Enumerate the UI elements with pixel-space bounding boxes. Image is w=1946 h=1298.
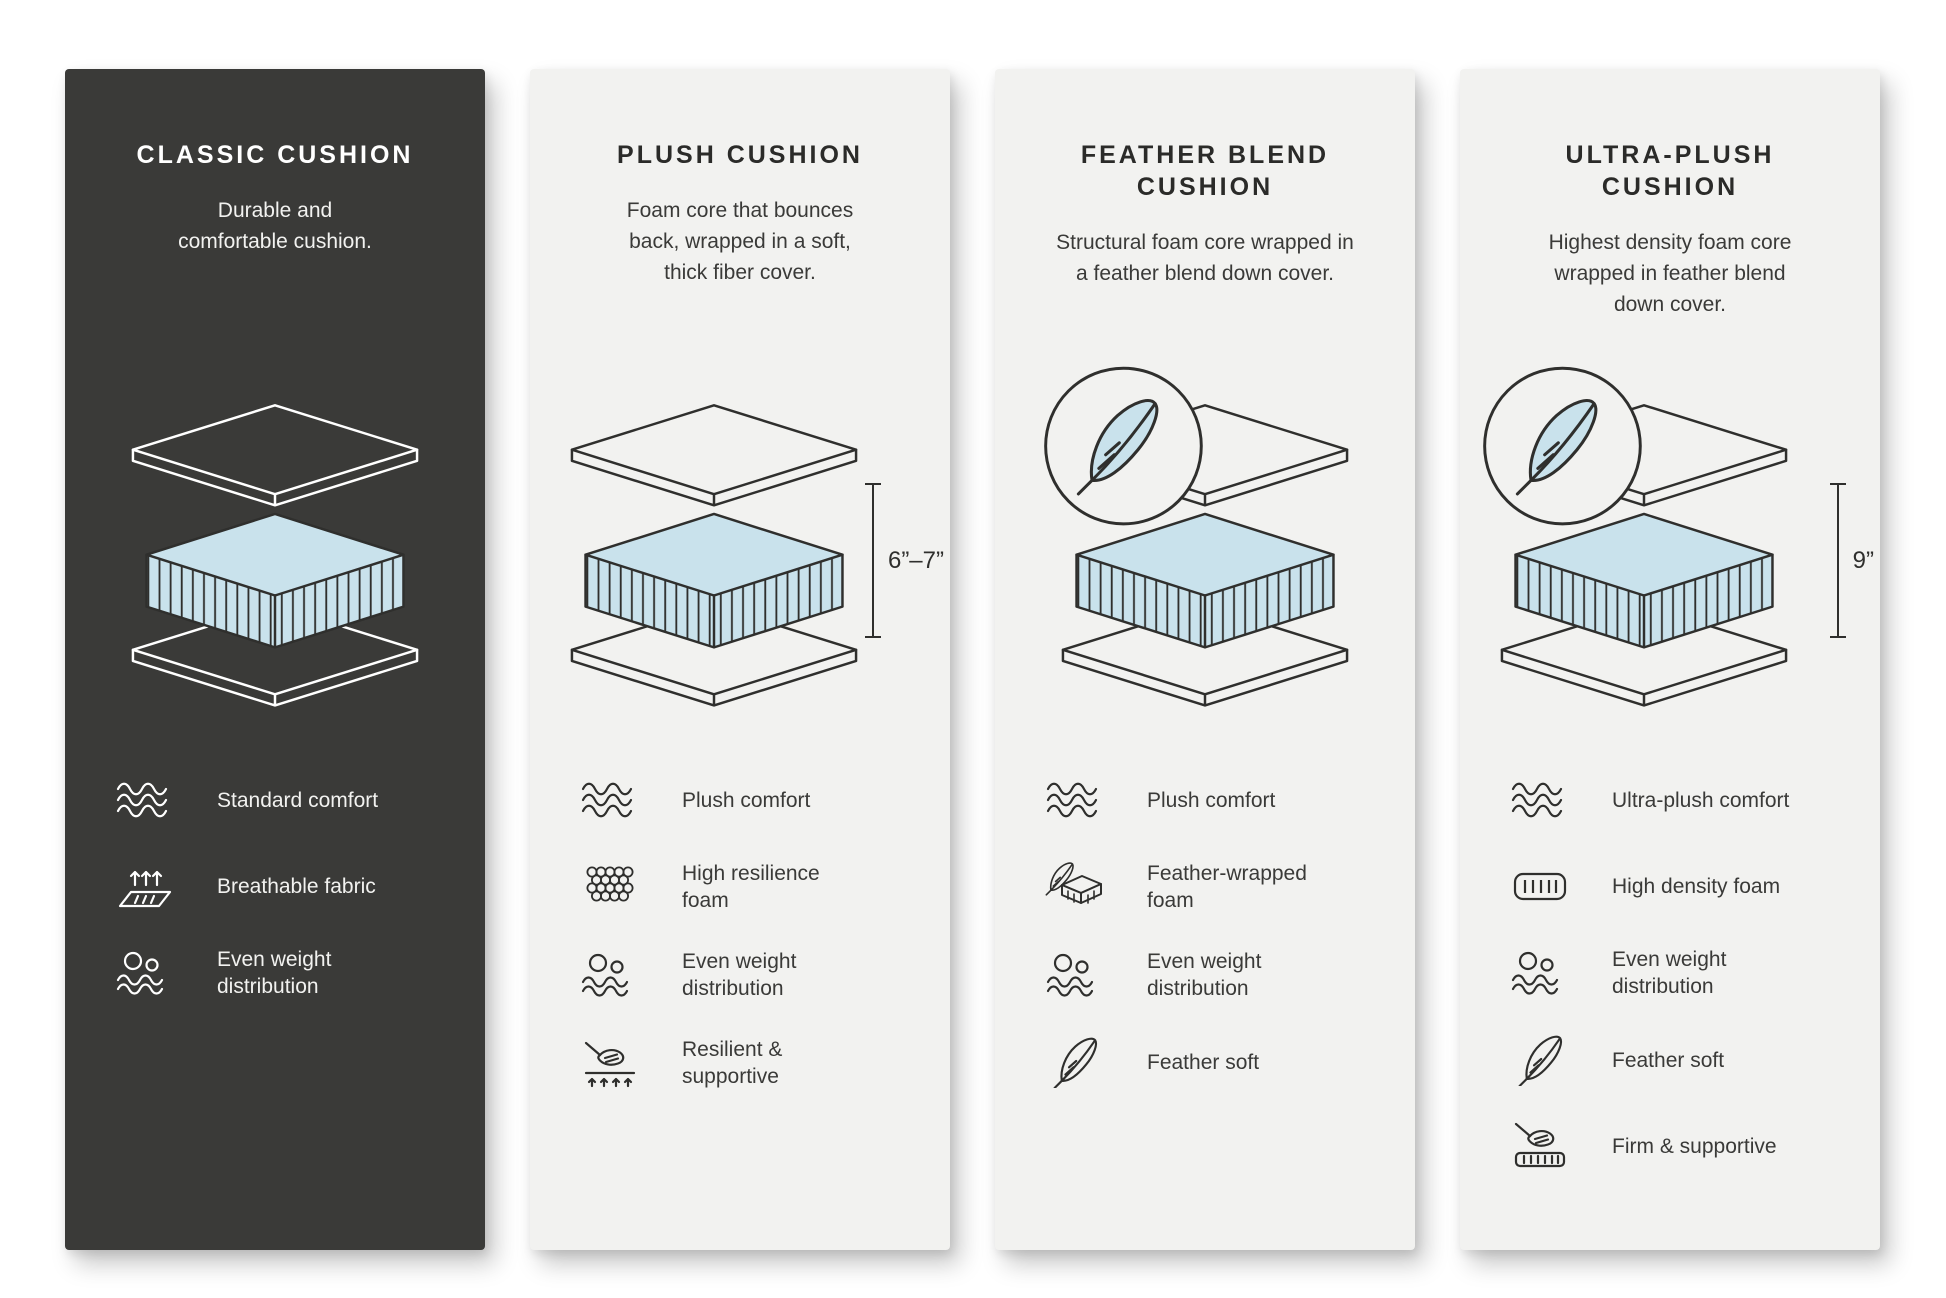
cushion-diagram: 6”–7” [530,341,950,724]
feature-item: Even weight distribution [574,948,906,1002]
card-title: ULTRA-PLUSH CUSHION [1565,141,1775,201]
cushion-diagram [65,341,485,724]
feather-icon [1504,1034,1576,1086]
feature-item: Feather soft [1504,1034,1836,1086]
feature-item: Plush comfort [1039,774,1371,826]
feature-label: Even weight distribution [1147,950,1262,1000]
feather-badge-icon [1044,367,1203,525]
cushion-diagram: 9” [1460,341,1880,724]
feature-label: Even weight distribution [217,948,332,998]
measure-line [1829,483,1846,638]
waves-icon [1504,774,1576,826]
feature-item: High resilience foam [574,860,906,914]
card-header: ULTRA-PLUSH CUSHION Highest density foam… [1504,139,1836,323]
cushion-layers-illustration [1044,367,1349,707]
feature-item: Plush comfort [574,774,906,826]
feature-label: Feather-wrapped foam [1147,862,1307,912]
height-measure: 9” [1829,483,1874,638]
feature-list: Plush comfort High resilience foam Even … [574,774,906,1090]
feature-item: Ultra-plush comfort [1504,774,1836,826]
card-plush-cushion: PLUSH CUSHION Foam core that bounces bac… [530,69,950,1250]
feature-item: Breathable fabric [109,860,441,912]
density-foam-icon [1504,860,1576,912]
feature-label: High density foam [1612,874,1781,898]
waves-icon [574,774,646,826]
cushion-comparison-row: CLASSIC CUSHION Durable and comfortable … [65,69,1880,1250]
even-weight-icon [109,947,181,999]
cushion-diagram [995,341,1415,724]
feature-item: High density foam [1504,860,1836,912]
even-weight-icon [1039,949,1111,1001]
measure-label: 9” [1852,546,1874,574]
even-weight-icon [574,949,646,1001]
feature-item: Even weight distribution [1504,946,1836,1000]
cushion-layers-illustration [1483,367,1788,707]
feature-label: Feather soft [1612,1048,1725,1072]
feature-label: Standard comfort [217,788,379,812]
card-description: Foam core that bounces back, wrapped in … [626,199,854,284]
card-title: FEATHER BLEND CUSHION [1080,141,1330,201]
cushion-layers-illustration [131,404,419,707]
card-title: CLASSIC CUSHION [136,141,414,169]
height-measure: 6”–7” [864,483,944,638]
feature-item: Standard comfort [109,774,441,826]
feature-list: Standard comfort Breathable fabric Even … [109,774,441,1000]
resilience-foam-icon [574,861,646,913]
feature-label: Plush comfort [682,788,811,812]
feature-label: High resilience foam [682,862,820,912]
feather-icon [1039,1036,1111,1088]
feature-label: Resilient & supportive [682,1038,783,1088]
feather-wrapped-foam-icon [1039,861,1111,913]
card-description: Structural foam core wrapped in a feathe… [1056,231,1354,285]
card-description: Highest density foam core wrapped in fea… [1548,231,1792,316]
feature-item: Even weight distribution [1039,948,1371,1002]
feature-item: Firm & supportive [1504,1120,1836,1172]
card-header: PLUSH CUSHION Foam core that bounces bac… [574,139,906,323]
measure-line [864,483,881,638]
feature-item: Resilient & supportive [574,1036,906,1090]
feature-label: Even weight distribution [1612,948,1727,998]
firm-press-icon [1504,1120,1576,1172]
card-title: PLUSH CUSHION [617,141,863,169]
feather-badge-icon [1483,367,1642,525]
feature-label: Feather soft [1147,1050,1260,1074]
hand-press-icon [574,1037,646,1089]
feature-label: Ultra-plush comfort [1612,788,1790,812]
card-description: Durable and comfortable cushion. [178,199,372,253]
feature-label: Firm & supportive [1612,1134,1777,1158]
feature-item: Feather-wrapped foam [1039,860,1371,914]
waves-icon [109,774,181,826]
measure-label: 6”–7” [887,546,944,574]
even-weight-icon [1504,947,1576,999]
feature-label: Plush comfort [1147,788,1276,812]
feature-label: Breathable fabric [217,874,376,898]
feature-item: Feather soft [1039,1036,1371,1088]
breathable-fabric-icon [109,860,181,912]
feature-list: Plush comfort Feather-wrapped foam Even … [1039,774,1371,1088]
card-feather-blend-cushion: FEATHER BLEND CUSHION Structural foam co… [995,69,1415,1250]
card-classic-cushion: CLASSIC CUSHION Durable and comfortable … [65,69,485,1250]
waves-icon [1039,774,1111,826]
card-ultra-plush-cushion: ULTRA-PLUSH CUSHION Highest density foam… [1460,69,1880,1250]
card-header: CLASSIC CUSHION Durable and comfortable … [109,139,441,323]
feature-item: Even weight distribution [109,946,441,1000]
cushion-layers-illustration [570,404,858,707]
feature-list: Ultra-plush comfort High density foam Ev… [1504,774,1836,1172]
card-header: FEATHER BLEND CUSHION Structural foam co… [1039,139,1371,323]
feature-label: Even weight distribution [682,950,797,1000]
